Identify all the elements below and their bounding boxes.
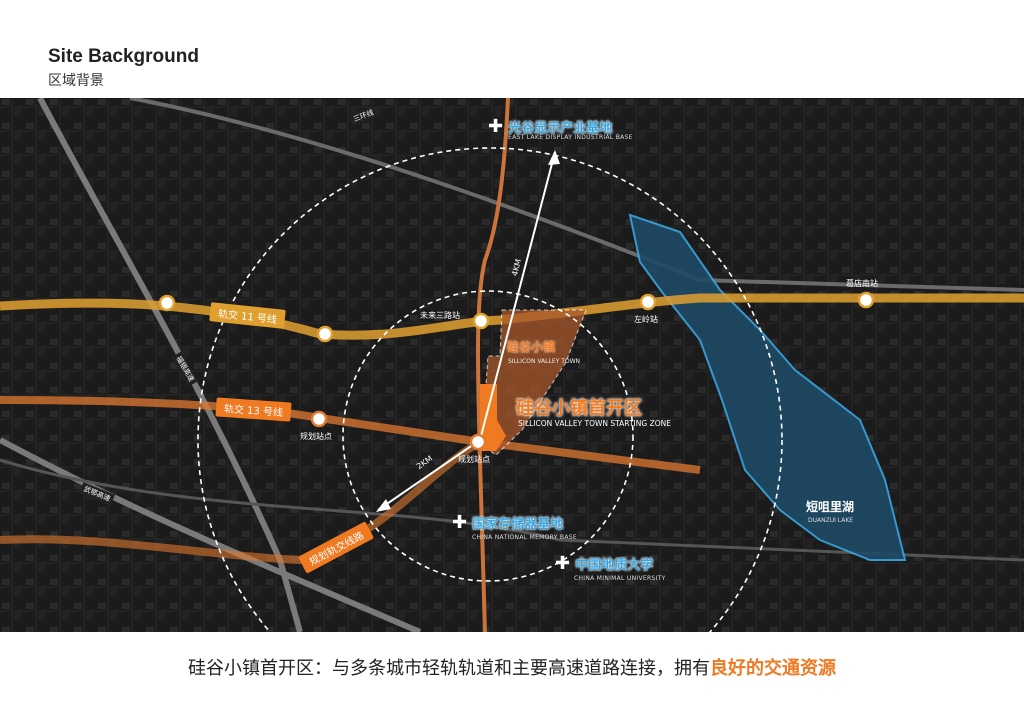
town-label-en: SILLICON VALLEY TOWN (508, 358, 581, 365)
town-label: 硅谷小镇 (507, 340, 556, 354)
rail-line-13 (0, 396, 701, 474)
radius-2km-circle (342, 290, 634, 582)
road (0, 458, 1024, 562)
plus-icon: ✚ (452, 512, 468, 533)
poi-optics-valley: ✚ 光谷显示产业基地 (488, 116, 612, 137)
highway-fuyin (37, 98, 303, 632)
poi-geosciences-university: ✚ 中国地质大学 (555, 553, 653, 574)
poi-label: 光谷显示产业基地 (508, 121, 613, 136)
poi-label-en: EAST LAKE DISPLAY INDUSTRIAL BASE (508, 134, 633, 141)
starting-zone-area (480, 384, 506, 451)
highway-wue (0, 437, 422, 632)
lake-label-en: DUANZUI LAKE (808, 517, 854, 524)
trunk-road (475, 98, 510, 632)
starting-zone-label: 硅谷小镇首开区 (516, 398, 642, 419)
plus-icon: ✚ (488, 116, 504, 137)
caption-highlight: 良好的交通资源 (710, 658, 836, 679)
station-markers (158, 291, 875, 343)
lake-label: 短咀里湖 (806, 500, 855, 514)
caption-text: 硅谷小镇首开区：与多条城市轻轨轨道和主要高速道路连接，拥有 (188, 658, 710, 679)
caption: 硅谷小镇首开区：与多条城市轻轨轨道和主要高速道路连接，拥有良好的交通资源 (0, 654, 1024, 680)
starting-zone-label-en: SILLICON VALLEY TOWN STARTING ZONE (518, 419, 671, 428)
site-map: ✚ 光谷显示产业基地 EAST LAKE DISPLAY INDUSTRIAL … (0, 98, 1024, 632)
poi-label: 国家存储器基地 (472, 517, 564, 532)
station-label: 左岭站 (634, 315, 658, 324)
page-subtitle: 区域背景 (48, 73, 104, 89)
station-label: 规划站点 (300, 432, 332, 441)
rail-line-11 (0, 293, 1024, 340)
radius-4km-circle (197, 147, 783, 632)
station-label: 规划站点 (458, 455, 490, 464)
arrow-4km (479, 151, 556, 441)
map-graphics (0, 98, 1024, 632)
poi-memory-base: ✚ 国家存储器基地 (452, 512, 563, 533)
highway-ring3 (129, 98, 1024, 292)
station-label: 未来三路站 (420, 311, 460, 320)
poi-label-en: CHINA MINIMAL UNIVERSITY (574, 575, 666, 582)
station-label: 葛店南站 (846, 279, 878, 288)
arrow-2km (377, 439, 481, 511)
silicon-valley-town-area (481, 309, 587, 456)
poi-label-en: CHINA NATIONAL MEMORY BASE (472, 534, 577, 541)
poi-label: 中国地质大学 (575, 558, 654, 573)
plus-icon: ✚ (555, 553, 571, 574)
page-title: Site Background (48, 46, 199, 67)
